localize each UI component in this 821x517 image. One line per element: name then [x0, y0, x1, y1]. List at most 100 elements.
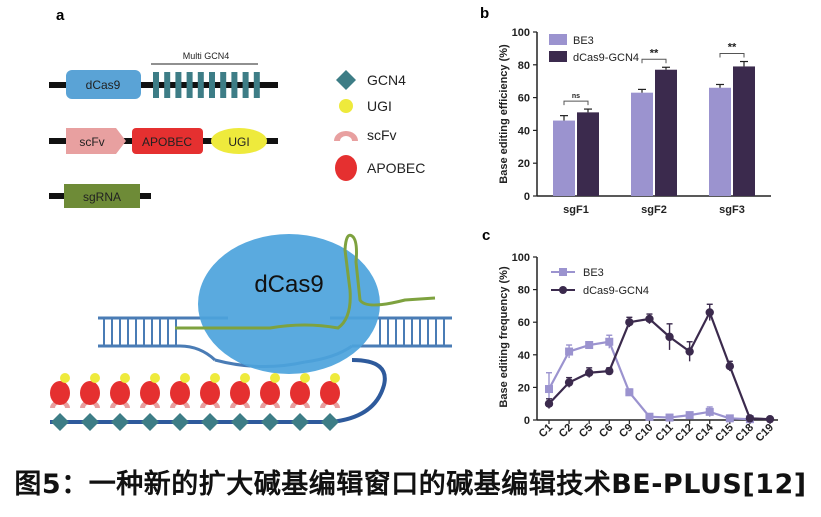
significance-bracket	[719, 53, 745, 58]
x-tick-label: C5	[577, 422, 595, 440]
y-tick-label: 0	[524, 415, 530, 427]
y-tick-label: 80	[518, 60, 530, 72]
gcn4-diamond-icon	[81, 413, 99, 431]
data-point	[625, 388, 634, 397]
gcn4-repeat	[197, 72, 204, 98]
x-tick-label: C6	[597, 422, 615, 440]
x-tick-label: C11	[653, 422, 675, 444]
legend-ugi-label: UGI	[367, 98, 392, 114]
apobec-oval-icon	[140, 381, 160, 405]
gcn4-diamond-icon	[291, 413, 309, 431]
y-tick-label: 100	[512, 27, 530, 39]
legend-label: BE3	[583, 267, 604, 279]
legend-marker	[559, 268, 567, 276]
guide-rna-strand	[175, 233, 436, 330]
ugi-dot-icon	[300, 373, 310, 383]
ugi-dot-icon	[210, 373, 220, 383]
apobec-oval-icon	[80, 381, 100, 405]
data-point	[565, 347, 574, 356]
ugi-dot-icon	[60, 373, 70, 383]
gcn4-repeat	[175, 72, 182, 98]
ugi-dot-icon	[330, 373, 340, 383]
apobec-oval-icon	[335, 155, 357, 181]
sgrna-block	[64, 184, 140, 208]
x-tick-label: C15	[713, 422, 736, 445]
bar	[553, 120, 575, 196]
gcn4-diamond-icon	[261, 413, 279, 431]
x-tick-label: C14	[693, 421, 716, 444]
panel-b: b Base editing efficiency (%) 0204060801…	[480, 5, 771, 216]
gcn4-diamond-icon	[201, 413, 219, 431]
apobec-oval-icon	[110, 381, 130, 405]
gcn4-repeat	[153, 72, 159, 98]
legend-scfv-label: scFv	[367, 127, 397, 143]
figure-canvas: a dCas9 Multi GCN4 scFv APOBEC UGI sgRNA	[49, 5, 778, 444]
apobec-oval-icon	[320, 381, 340, 405]
y-tick-label: 40	[518, 350, 530, 362]
x-tick-label: sgF2	[641, 204, 667, 216]
dcas9-block	[66, 70, 141, 99]
scfv-crescent-icon	[334, 131, 358, 141]
significance-label: **	[650, 47, 659, 59]
dna-backbone-line	[49, 82, 278, 88]
apobec-oval-icon	[290, 381, 310, 405]
panel-b-label: b	[480, 5, 489, 22]
ugi-dot-icon	[90, 373, 100, 383]
dcas9-block-label: dCas9	[86, 78, 121, 92]
data-point	[685, 347, 694, 356]
apobec-oval-icon	[50, 381, 70, 405]
gcn4-repeat	[242, 72, 249, 98]
x-tick-label: sgF1	[563, 204, 589, 216]
x-tick-label: C18	[733, 422, 756, 445]
bar	[577, 112, 599, 196]
data-point	[585, 341, 594, 350]
x-tick-label: C1	[537, 422, 555, 440]
gcn4-repeat	[209, 72, 215, 98]
significance-bracket	[641, 58, 667, 64]
data-point	[645, 314, 654, 324]
apobec-oval-icon	[230, 381, 250, 405]
ugi-block-label: UGI	[228, 135, 249, 149]
gcn4-repeat	[231, 72, 238, 98]
legend-apobec-label: APOBEC	[367, 160, 425, 176]
panel-c-ylabel: Base editing frequency (%)	[498, 266, 510, 408]
ugi-dot-icon	[339, 99, 353, 113]
gcn4-diamond-icon	[336, 70, 356, 90]
x-tick-label: sgF3	[719, 204, 745, 216]
series-line	[548, 309, 771, 421]
gcn4-repeat	[164, 72, 171, 98]
linker-strand	[50, 358, 387, 424]
legend-marker	[559, 286, 567, 294]
panel-c: c Base editing frequency (%) 02040608010…	[482, 227, 778, 444]
panel-b-ylabel: Base editing efficiency (%)	[498, 44, 510, 184]
significance-label: **	[728, 42, 737, 54]
gcn4-repeat	[220, 72, 227, 98]
data-point	[645, 412, 654, 421]
gcn4-repeat	[186, 72, 193, 98]
ugi-dot-icon	[240, 373, 250, 383]
data-point	[544, 399, 554, 408]
data-point	[765, 414, 775, 424]
dcas9-protein	[198, 234, 380, 374]
panel-c-label: c	[482, 227, 490, 244]
legend-label: dCas9-GCN4	[573, 52, 639, 64]
data-point	[665, 413, 674, 422]
data-point	[605, 337, 614, 346]
data-point	[725, 414, 734, 423]
sgrna-block-label: sgRNA	[83, 190, 121, 204]
data-point	[705, 407, 714, 416]
panel-a: a dCas9 Multi GCN4 scFv APOBEC UGI sgRNA	[49, 7, 452, 431]
data-point	[564, 378, 574, 387]
data-point	[584, 368, 594, 377]
apobec-oval-icon	[200, 381, 220, 405]
data-point	[685, 411, 694, 420]
scfv-block	[66, 128, 126, 154]
gcn4-repeat	[253, 72, 260, 98]
data-point	[605, 366, 614, 376]
y-tick-label: 80	[518, 285, 530, 297]
gcn4-diamond-icon	[171, 413, 189, 431]
y-tick-label: 60	[518, 317, 530, 329]
legend-label: BE3	[573, 35, 594, 47]
effector-array	[50, 373, 340, 431]
